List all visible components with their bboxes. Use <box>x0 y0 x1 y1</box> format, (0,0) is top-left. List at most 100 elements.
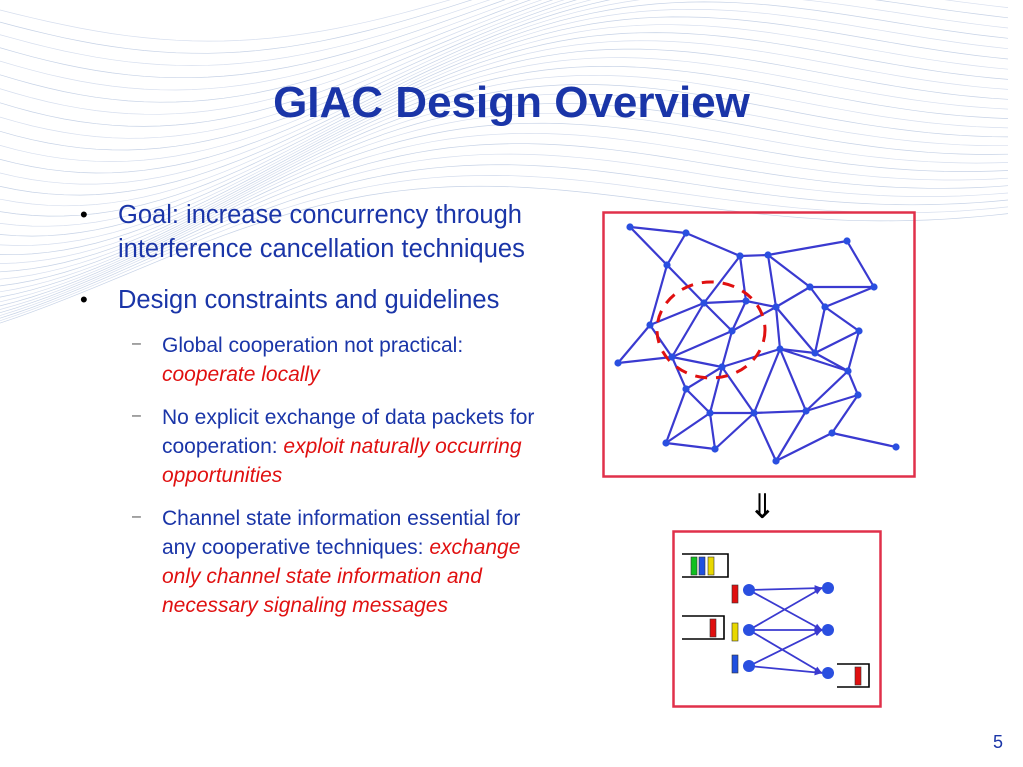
mesh-link <box>767 254 811 288</box>
mesh-link <box>629 226 668 266</box>
mesh-link <box>708 366 724 414</box>
wave-line <box>0 0 1009 174</box>
subbullet-global-cooperation: – Global cooperation not practical: coop… <box>80 331 550 389</box>
bullet-goal-text: Goal: increase concurrency through inter… <box>118 201 525 263</box>
mesh-node <box>718 363 726 371</box>
mesh-link <box>846 330 861 372</box>
mesh-node <box>776 345 784 353</box>
mesh-node <box>844 367 852 375</box>
mesh-node <box>736 252 744 260</box>
mesh-link <box>831 394 859 434</box>
subbullet-channel-state: – Channel state information essential fo… <box>80 504 550 620</box>
mesh-node <box>772 303 780 311</box>
mesh-link <box>739 253 769 258</box>
bullet-design-constraints: • Design constraints and guidelines <box>80 283 550 317</box>
local-cooperation-circle <box>655 280 767 380</box>
down-arrow-icon: ⇓ <box>748 488 777 526</box>
mesh-node <box>711 445 719 453</box>
mesh-link <box>708 412 717 450</box>
subbullet-dash: – <box>132 508 141 525</box>
wave-line <box>0 48 1009 256</box>
coop-link <box>748 629 823 674</box>
coop-arrowhead <box>814 626 822 634</box>
mesh-node <box>668 353 676 361</box>
mesh-link <box>714 412 755 450</box>
mesh-node <box>728 327 736 335</box>
mesh-node <box>892 443 900 451</box>
page-number: 5 <box>992 732 1003 752</box>
mesh-link <box>666 232 687 266</box>
mesh-link <box>779 347 816 355</box>
mesh-link <box>775 286 811 308</box>
wave-line <box>0 0 577 151</box>
mesh-link <box>666 264 705 304</box>
wave-line <box>0 24 1009 227</box>
mesh-link <box>617 355 673 365</box>
mesh-link <box>766 254 778 308</box>
coop-node <box>743 660 755 672</box>
mesh-link <box>846 240 875 288</box>
mesh-link <box>671 355 723 369</box>
mesh-node <box>806 283 814 291</box>
bullet-dot: • <box>80 202 88 227</box>
mesh-link <box>753 412 777 462</box>
mesh-link <box>779 347 849 373</box>
wave-line <box>0 164 1009 319</box>
wave-line <box>0 0 565 139</box>
wave-line <box>0 84 1009 287</box>
wave-line <box>0 93 1008 293</box>
wave-line <box>0 0 1009 185</box>
mesh-link <box>664 388 688 444</box>
mesh-edges <box>617 225 897 462</box>
mesh-link <box>775 432 833 462</box>
mesh-link <box>721 347 781 369</box>
mesh-link <box>685 231 741 258</box>
subbullet-dash: – <box>132 335 141 352</box>
mesh-link <box>703 302 733 332</box>
slide-title: GIAC Design Overview <box>273 78 750 127</box>
mesh-node <box>870 283 878 291</box>
mesh-node <box>663 261 671 269</box>
mesh-node <box>828 429 836 437</box>
mesh-link <box>824 285 875 309</box>
bullet-list: • Goal: increase concurrency through int… <box>80 198 550 620</box>
wave-line <box>0 65 1009 273</box>
mesh-link <box>814 330 860 354</box>
subbullet-text: No explicit exchange of data packets for… <box>162 406 535 458</box>
mesh-frame <box>602 211 916 478</box>
mesh-node <box>646 321 654 329</box>
coop-node <box>822 624 834 636</box>
wave-line <box>0 143 1009 314</box>
mesh-link <box>778 348 808 412</box>
wave-line <box>0 32 1009 237</box>
mesh-link <box>805 393 859 413</box>
tx-queue-2 <box>682 615 725 640</box>
mesh-link <box>648 264 669 326</box>
wave-line <box>0 0 543 115</box>
packet <box>707 556 715 576</box>
mesh-node <box>802 407 810 415</box>
wave-line <box>0 0 532 103</box>
mesh-link <box>685 388 711 414</box>
packet <box>731 584 739 604</box>
mesh-link <box>617 324 651 364</box>
mesh-link <box>629 225 687 235</box>
subbullet-no-explicit-exchange: – No explicit exchange of data packets f… <box>80 403 550 490</box>
mesh-link <box>703 255 741 304</box>
wave-line <box>0 0 554 127</box>
mesh-link <box>670 356 688 390</box>
coop-link <box>748 587 823 631</box>
coop-node <box>743 584 755 596</box>
subbullet-text: Global cooperation not practical: <box>162 334 464 357</box>
coop-arrowhead <box>814 588 822 595</box>
mesh-link <box>752 348 782 414</box>
packet <box>731 622 739 642</box>
wave-line <box>0 40 1009 246</box>
coop-link <box>748 587 823 591</box>
cooperation-links <box>748 585 823 676</box>
cooperation-body <box>682 553 870 688</box>
wave-line <box>0 74 1009 280</box>
coop-node <box>822 667 834 679</box>
mesh-link <box>831 431 897 449</box>
